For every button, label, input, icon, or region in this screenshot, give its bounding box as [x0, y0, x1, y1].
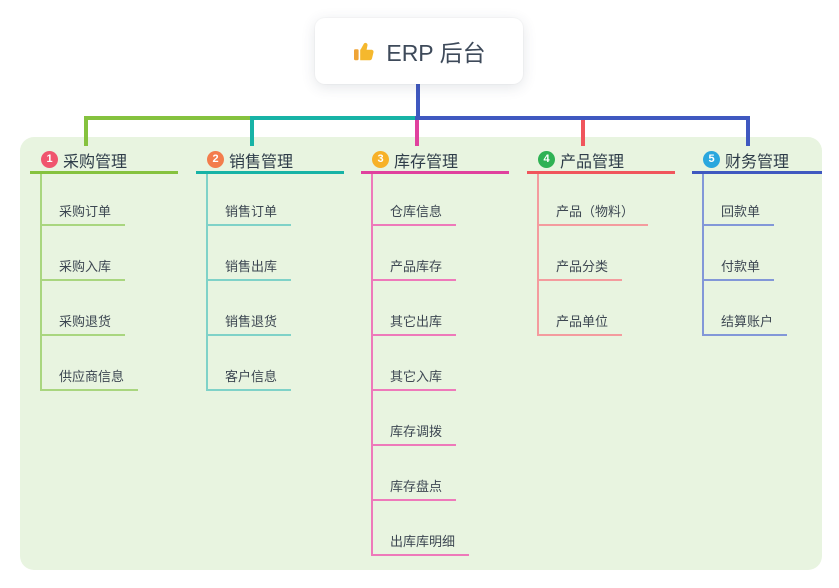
child-node-label[interactable]: 客户信息	[208, 370, 292, 391]
child-node-label[interactable]: 销售出库	[208, 260, 292, 281]
child-node-label[interactable]: 其它入库	[373, 370, 457, 391]
branch-4-children: 产品（物料） 产品分类产品单位	[537, 174, 675, 336]
branch-title-label: 库存管理	[394, 153, 459, 171]
branch-3-child-7: 出库库明细	[373, 501, 509, 556]
branch-1-child-4: 供应商信息	[42, 336, 178, 391]
connector-bus-segment-2	[250, 116, 417, 120]
branch-1-number-badge: 1	[41, 151, 58, 168]
branch-1-child-3: 采购退货	[42, 281, 178, 336]
connector-drop-3	[415, 118, 419, 146]
root-title: ERP 后台	[386, 40, 486, 66]
branch-3-title[interactable]: 3 库存管理	[361, 148, 509, 174]
child-node-label[interactable]: 其它出库	[373, 315, 457, 336]
branch-1-title[interactable]: 1 采购管理	[30, 148, 178, 174]
child-node-label[interactable]: 销售退货	[208, 315, 292, 336]
child-node-label[interactable]: 产品单位	[539, 315, 623, 336]
child-node-label[interactable]: 销售订单	[208, 205, 292, 226]
branch-2-child-3: 销售退货	[208, 281, 344, 336]
branch-4-child-1: 产品（物料）	[539, 174, 675, 226]
child-node-label[interactable]: 回款单	[704, 205, 775, 226]
child-node-label[interactable]: 仓库信息	[373, 205, 457, 226]
child-node-label[interactable]: 库存盘点	[373, 480, 457, 501]
branch-5-child-2: 付款单	[704, 226, 822, 281]
branch-1-children: 采购订单采购入库采购退货供应商信息	[40, 174, 178, 391]
branch-4-number-badge: 4	[538, 151, 555, 168]
child-node-label[interactable]: 采购订单	[42, 205, 126, 226]
branch-1-child-1: 采购订单	[42, 174, 178, 226]
branch-1-column: 1 采购管理采购订单采购入库采购退货供应商信息	[30, 148, 178, 391]
connector-bus-segment-3	[415, 116, 750, 120]
connector-drop-2	[250, 118, 254, 146]
child-node-label[interactable]: 采购入库	[42, 260, 126, 281]
branch-3-child-1: 仓库信息	[373, 174, 509, 226]
branch-2-number-badge: 2	[207, 151, 224, 168]
root-node[interactable]: ERP 后台	[315, 18, 523, 84]
child-node-label[interactable]: 结算账户	[704, 315, 788, 336]
child-node-label[interactable]: 产品库存	[373, 260, 457, 281]
branch-2-child-1: 销售订单	[208, 174, 344, 226]
branch-5-title[interactable]: 5 财务管理	[692, 148, 822, 174]
child-node-label[interactable]: 采购退货	[42, 315, 126, 336]
branch-3-child-2: 产品库存	[373, 226, 509, 281]
child-node-label[interactable]: 库存调拨	[373, 425, 457, 446]
branch-5-children: 回款单付款单结算账户	[702, 174, 822, 336]
branch-3-child-3: 其它出库	[373, 281, 509, 336]
branch-2-child-2: 销售出库	[208, 226, 344, 281]
child-node-label[interactable]: 产品分类	[539, 260, 623, 281]
connector-bus-segment-1	[84, 116, 252, 120]
branch-2-child-4: 客户信息	[208, 336, 344, 391]
branch-3-child-5: 库存调拨	[373, 391, 509, 446]
child-node-label[interactable]: 付款单	[704, 260, 775, 281]
branch-4-child-3: 产品单位	[539, 281, 675, 336]
branch-title-label: 采购管理	[63, 153, 128, 171]
branch-3-number-badge: 3	[372, 151, 389, 168]
branch-2-title[interactable]: 2 销售管理	[196, 148, 344, 174]
branch-5-column: 5 财务管理回款单付款单结算账户	[692, 148, 822, 336]
branch-4-column: 4 产品管理产品（物料） 产品分类产品单位	[527, 148, 675, 336]
branch-title-label: 销售管理	[229, 153, 294, 171]
child-node-label[interactable]: 出库库明细	[373, 535, 470, 556]
branch-3-child-6: 库存盘点	[373, 446, 509, 501]
branch-3-column: 3 库存管理仓库信息产品库存其它出库其它入库库存调拨库存盘点出库库明细	[361, 148, 509, 556]
child-node-label[interactable]: 产品（物料）	[539, 205, 649, 226]
branch-5-child-3: 结算账户	[704, 281, 822, 336]
branch-3-child-4: 其它入库	[373, 336, 509, 391]
branch-3-children: 仓库信息产品库存其它出库其它入库库存调拨库存盘点出库库明细	[371, 174, 509, 556]
branch-2-column: 2 销售管理销售订单销售出库销售退货客户信息	[196, 148, 344, 391]
branch-5-child-1: 回款单	[704, 174, 822, 226]
root-connector-line	[416, 84, 420, 120]
connector-drop-1	[84, 118, 88, 146]
branch-4-child-2: 产品分类	[539, 226, 675, 281]
branch-5-number-badge: 5	[703, 151, 720, 168]
connector-drop-4	[581, 118, 585, 146]
branch-1-child-2: 采购入库	[42, 226, 178, 281]
child-node-label[interactable]: 供应商信息	[42, 370, 139, 391]
branch-2-children: 销售订单销售出库销售退货客户信息	[206, 174, 344, 391]
mindmap-canvas	[20, 137, 822, 570]
thumbs-up-icon	[354, 42, 374, 61]
branch-title-label: 财务管理	[725, 153, 790, 171]
branch-4-title[interactable]: 4 产品管理	[527, 148, 675, 174]
connector-drop-5	[746, 118, 750, 146]
branch-title-label: 产品管理	[560, 153, 625, 171]
